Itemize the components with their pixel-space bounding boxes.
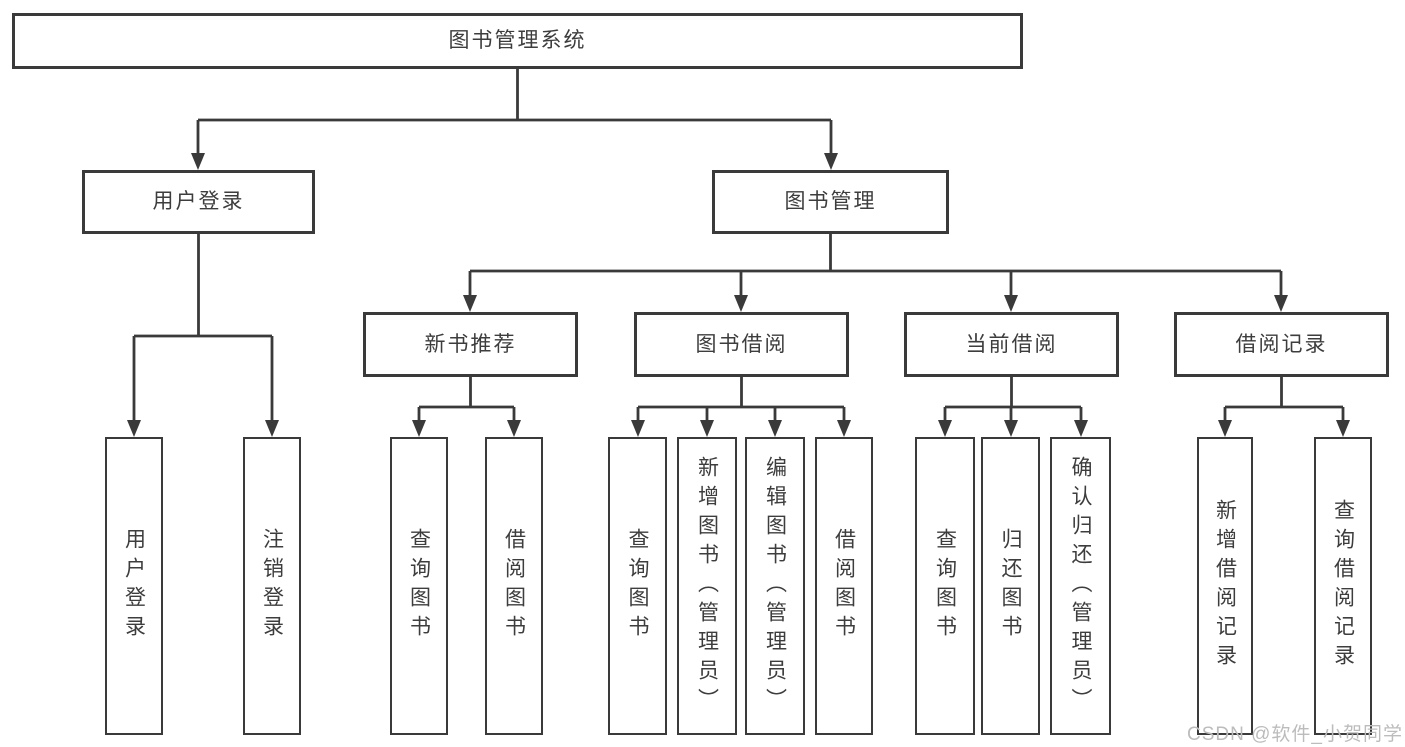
leaf-add-books-admin: 新增图书（管理员） <box>677 437 737 735</box>
leaf-edit-books-admin: 编辑图书（管理员） <box>745 437 805 735</box>
leaf-query-borrow-record: 查询借阅记录 <box>1314 437 1372 735</box>
leaf-return-books: 归还图书 <box>981 437 1040 735</box>
leaf-borrow-books: 借阅图书 <box>815 437 873 735</box>
node-book-management: 图书管理 <box>712 170 949 234</box>
leaf-add-borrow-record: 新增借阅记录 <box>1197 437 1253 735</box>
leaf-logout: 注销登录 <box>243 437 301 735</box>
node-borrow-records: 借阅记录 <box>1174 312 1389 377</box>
leaf-user-login: 用户登录 <box>105 437 163 735</box>
node-new-book-recommend: 新书推荐 <box>363 312 578 377</box>
leaf-query-books-current: 查询图书 <box>915 437 975 735</box>
leaf-borrow-books-recommend: 借阅图书 <box>485 437 543 735</box>
node-current-borrowing: 当前借阅 <box>904 312 1119 377</box>
leaf-query-books-recommend: 查询图书 <box>390 437 448 735</box>
node-root: 图书管理系统 <box>12 13 1023 69</box>
leaf-confirm-return-admin: 确认归还（管理员） <box>1050 437 1111 735</box>
node-user-login: 用户登录 <box>82 170 315 234</box>
leaf-query-books-borrowing: 查询图书 <box>608 437 667 735</box>
csdn-watermark: CSDN @软件_小贺同学 <box>1187 724 1403 745</box>
node-book-borrowing: 图书借阅 <box>634 312 849 377</box>
